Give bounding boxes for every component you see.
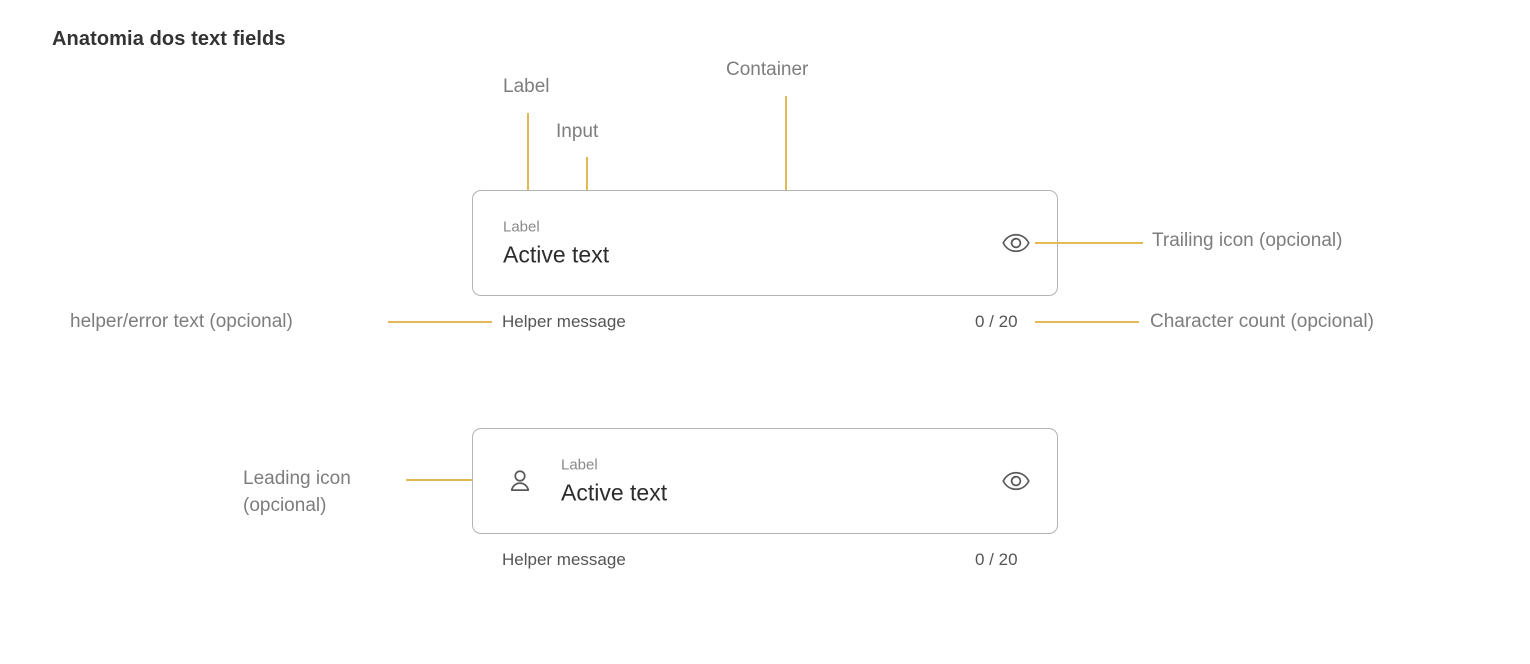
character-counter-1: 0 / 20 <box>975 312 1018 331</box>
annotation-trailing-icon: Trailing icon (opcional) <box>1152 230 1343 251</box>
annotation-helper-text: helper/error text (opcional) <box>70 311 293 332</box>
leader-line-trailing-icon <box>1035 242 1143 244</box>
annotation-leading-icon: Leading icon (opcional) <box>243 466 423 520</box>
eye-icon[interactable] <box>999 464 1033 498</box>
leader-line-helper-text <box>388 321 492 323</box>
person-icon[interactable] <box>503 464 537 498</box>
character-counter-2: 0 / 20 <box>975 550 1018 569</box>
helper-message-2: Helper message <box>502 550 626 569</box>
annotation-container: Container <box>726 59 809 80</box>
text-field-inner-2: Label Active text <box>473 429 1057 533</box>
text-field-inner-1: Label Active text <box>473 191 1057 295</box>
leader-line-label <box>527 113 529 230</box>
helper-message-1: Helper message <box>502 312 626 331</box>
text-field-text-group-2: Label Active text <box>561 456 667 505</box>
text-field-input-value-2[interactable]: Active text <box>561 479 668 506</box>
text-field-container-2[interactable]: Label Active text <box>472 428 1058 534</box>
leader-line-character-count <box>1035 321 1139 323</box>
text-field-text-group-1: Label Active text <box>503 218 609 267</box>
page-title: Anatomia dos text fields <box>52 28 286 50</box>
leader-line-leading-icon <box>406 479 530 481</box>
text-field-input-value-1[interactable]: Active text <box>503 241 610 268</box>
annotation-character-count: Character count (opcional) <box>1150 311 1374 332</box>
annotation-label: Label <box>503 76 550 97</box>
leader-line-container <box>785 96 787 191</box>
annotation-leading-icon-line2: (opcional) <box>243 494 327 516</box>
annotation-leading-icon-line1: Leading icon <box>243 468 351 489</box>
text-field-label-1: Label <box>503 218 540 236</box>
text-field-label-2: Label <box>561 456 598 474</box>
text-field-container-1[interactable]: Label Active text <box>472 190 1058 296</box>
annotation-input: Input <box>556 121 599 142</box>
eye-icon[interactable] <box>999 226 1033 260</box>
